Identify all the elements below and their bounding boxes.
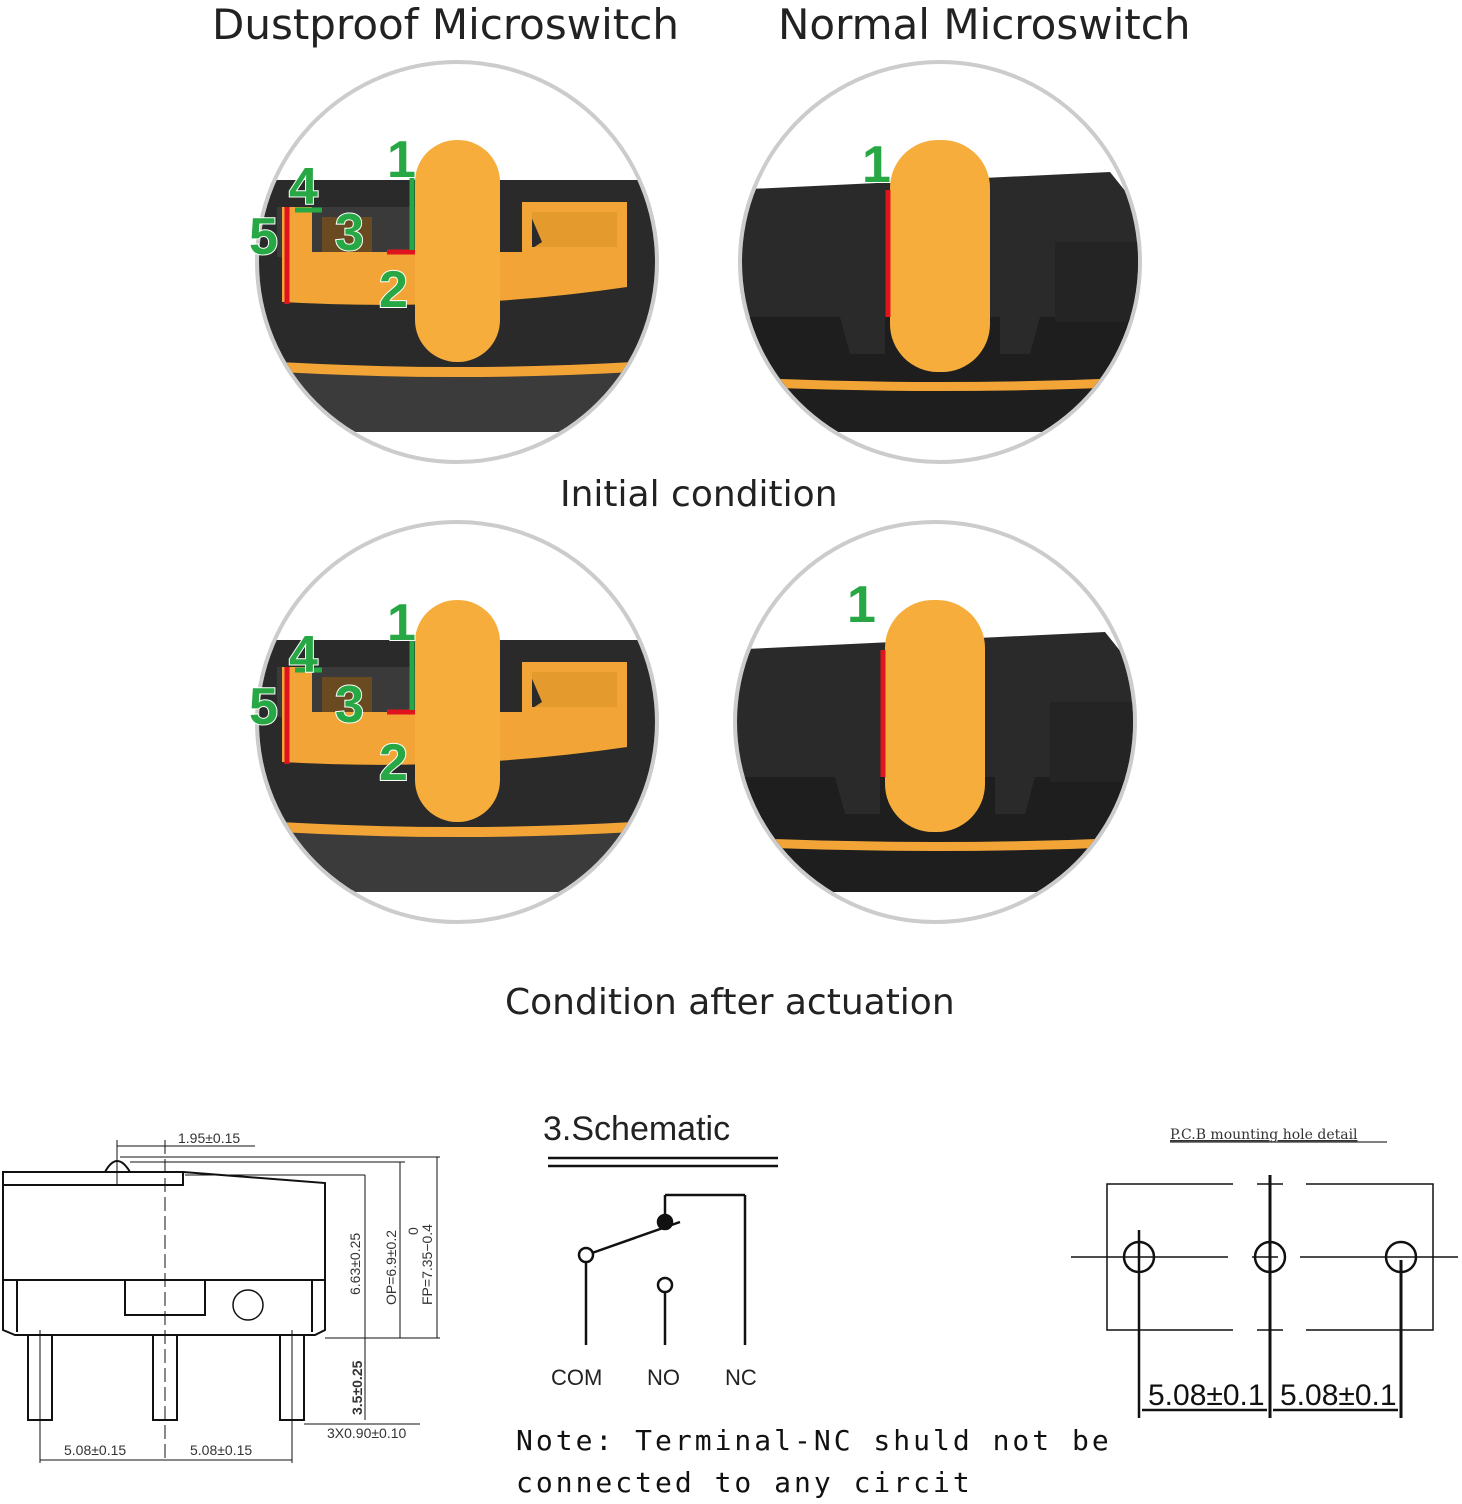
- pcb-title: P.C.B mounting hole detail: [1170, 1127, 1358, 1143]
- dimension-drawing: [2, 1140, 440, 1463]
- schematic-title: 3.Schematic: [543, 1110, 730, 1148]
- dim-operating-position: OP=6.9±0.2: [383, 1230, 399, 1305]
- terminal-nc-label: NC: [725, 1365, 757, 1390]
- note-line-1: Note: Terminal-NC shuld not be: [516, 1424, 1112, 1457]
- dim-fp-tolerance-upper: 0: [405, 1227, 421, 1235]
- dim-pin-width: 3X0.90±0.10: [327, 1425, 407, 1441]
- initial-condition-label: Initial condition: [560, 474, 838, 515]
- marker-2: 2: [379, 734, 408, 792]
- dim-pitch-2: 5.08±0.15: [190, 1442, 252, 1458]
- marker-4: 4: [289, 626, 318, 684]
- after-actuation-label: Condition after actuation: [505, 982, 955, 1023]
- marker-2: 2: [379, 261, 408, 319]
- dustproof-title: Dustproof Microswitch: [212, 0, 679, 49]
- dustproof-initial-illustration: 1 4 5 3 2: [247, 62, 667, 462]
- pcb-hole-detail: P.C.B mounting hole detail 5.08±0.1 5.08…: [1071, 1127, 1458, 1418]
- terminal-no-label: NO: [647, 1365, 680, 1390]
- schematic: 3.Schematic COM NO NC: [543, 1110, 778, 1390]
- marker-1: 1: [387, 594, 416, 652]
- dustproof-actuated-illustration: 1 4 5 3 2: [247, 522, 667, 922]
- marker-1: 1: [862, 136, 891, 194]
- marker-3: 3: [335, 676, 364, 734]
- marker-5: 5: [249, 208, 278, 266]
- note-line-2: connected to any circit: [516, 1466, 973, 1499]
- schematic-note: Note: Terminal-NC shuld not be connected…: [516, 1420, 1112, 1504]
- dim-pin-length: 3.5±0.25: [349, 1360, 365, 1415]
- marker-4: 4: [289, 158, 318, 216]
- dim-pitch-1: 5.08±0.15: [64, 1442, 126, 1458]
- marker-1: 1: [847, 576, 876, 634]
- dim-free-position: FP=7.35−0.4: [419, 1224, 435, 1305]
- marker-1: 1: [387, 131, 416, 189]
- pcb-pitch-2: 5.08±0.1: [1280, 1379, 1397, 1412]
- marker-5: 5: [249, 678, 278, 736]
- normal-initial-illustration: 1: [730, 62, 1150, 462]
- dimension-labels: 1.95±0.15 6.63±0.25 OP=6.9±0.2 0 FP=7.35…: [64, 1130, 435, 1458]
- terminal-com-label: COM: [551, 1365, 602, 1390]
- dim-actuator-offset: 1.95±0.15: [178, 1130, 240, 1146]
- pcb-pitch-1: 5.08±0.1: [1148, 1379, 1265, 1412]
- normal-title: Normal Microswitch: [778, 0, 1191, 49]
- dim-body-height: 6.63±0.25: [347, 1233, 363, 1295]
- normal-actuated-illustration: 1: [725, 522, 1145, 922]
- marker-3: 3: [335, 204, 364, 262]
